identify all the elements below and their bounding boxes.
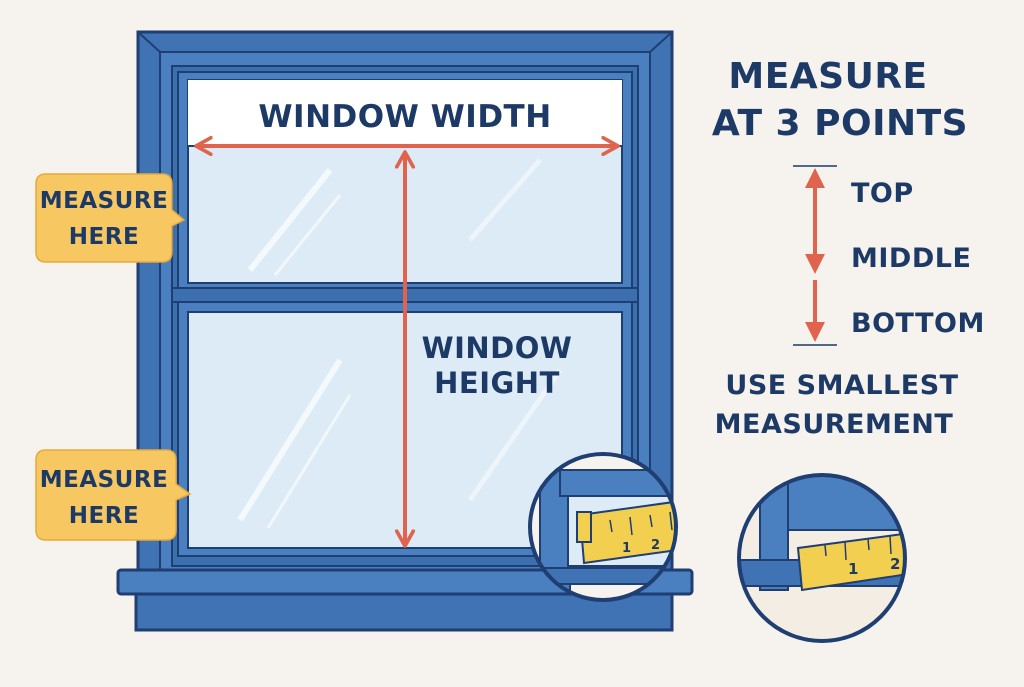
tape-mark-left-2: 2 [651,538,661,553]
callout-top: MEASURE HERE [35,173,186,263]
callout-bottom-line2: HERE [69,503,139,529]
window-height-label-line2: HEIGHT [434,366,560,400]
callout-top-line2: HERE [69,224,139,250]
tip-line1: USE SMALLEST [725,370,958,401]
tape-mark-right-1: 1 [848,560,859,578]
callout-bottom: MEASURE HERE [35,449,192,541]
callout-bottom-line1: MEASURE [40,467,169,493]
callout-top-line1: MEASURE [40,188,169,214]
point-middle: MIDDLE [851,243,971,274]
zoom-circle-right: 1 2 [737,473,907,643]
side-title-line1: MEASURE [728,56,927,97]
tape-mark-right-2: 2 [890,555,901,573]
point-top: TOP [851,178,914,209]
window-height-label-line1: WINDOW [422,331,573,365]
point-bottom: BOTTOM [851,308,985,339]
tape-mark-left-1: 1 [622,541,632,556]
window-apron [134,592,674,632]
tip-line2: MEASUREMENT [715,409,954,440]
side-title-line2: AT 3 POINTS [712,103,968,144]
zoom-circle-left: 1 2 [528,452,678,602]
window-width-label: WINDOW WIDTH [258,99,551,135]
